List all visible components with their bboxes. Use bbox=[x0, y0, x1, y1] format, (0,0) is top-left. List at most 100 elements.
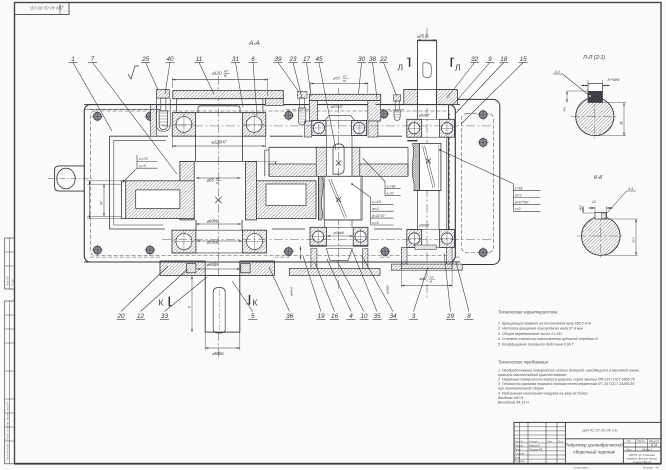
svg-text:20: 20 bbox=[116, 313, 125, 320]
svg-text:⌀72: ⌀72 bbox=[333, 76, 341, 81]
svg-text:Л: Л bbox=[455, 63, 461, 73]
svg-text:7h9: 7h9 bbox=[563, 107, 567, 112]
svg-text:Н7: Н7 bbox=[430, 275, 434, 279]
svg-text:7: 7 bbox=[91, 56, 95, 63]
svg-text:33: 33 bbox=[161, 313, 169, 320]
svg-text:Лист: Лист bbox=[626, 448, 632, 451]
svg-text:9: 9 bbox=[488, 56, 492, 63]
svg-text:f8: f8 bbox=[430, 280, 433, 284]
svg-text:1: 1 bbox=[71, 56, 75, 63]
svg-text:x=0: x=0 bbox=[514, 207, 521, 211]
svg-text:m=2: m=2 bbox=[372, 207, 379, 211]
svg-text:1 Необработанные поверхности: 1 Необработанные поверхности литых детал… bbox=[498, 369, 640, 373]
svg-text:⌀55к6: ⌀55к6 bbox=[207, 240, 219, 245]
svg-text:⌀50k6: ⌀50k6 bbox=[212, 351, 224, 356]
svg-text:⌀25 ј6: ⌀25 ј6 bbox=[417, 34, 429, 39]
svg-text:z₁=79: z₁=79 bbox=[138, 157, 148, 161]
svg-text:18: 18 bbox=[500, 56, 508, 63]
svg-text:11: 11 bbox=[196, 56, 203, 63]
svg-text:32: 32 bbox=[471, 56, 479, 63]
svg-text:H7: H7 bbox=[224, 70, 228, 74]
svg-text:Дата: Дата bbox=[558, 441, 564, 443]
svg-text:19: 19 bbox=[317, 313, 325, 320]
svg-text:6: 6 bbox=[251, 56, 255, 63]
svg-text:4.3: 4.3 bbox=[555, 70, 560, 74]
svg-text:9h9: 9h9 bbox=[579, 205, 583, 210]
svg-text:К: К bbox=[159, 298, 164, 308]
svg-text:Н.контр.: Н.контр. bbox=[515, 460, 525, 463]
svg-text:⌀62К7: ⌀62К7 bbox=[419, 113, 431, 117]
svg-text:Иванов И.: Иванов И. bbox=[529, 444, 541, 447]
svg-text:40: 40 bbox=[166, 56, 174, 63]
svg-text:Формат А3: Формат А3 bbox=[643, 466, 659, 470]
svg-text:2 Частота вращения тихоходног: 2 Частота вращения тихоходного вала 67.4… bbox=[497, 327, 583, 331]
svg-text:Л-Л (2:1): Л-Л (2:1) bbox=[582, 55, 605, 61]
svg-text:x₁=0: x₁=0 bbox=[138, 164, 146, 168]
svg-text:Выходном 64.15 Н: Выходном 64.15 Н bbox=[498, 400, 529, 404]
svg-text:⌀30к5: ⌀30к5 bbox=[419, 224, 430, 228]
svg-text:⌀120: ⌀120 bbox=[212, 71, 222, 76]
svg-text:p6: p6 bbox=[215, 181, 220, 185]
svg-text:45: 45 bbox=[315, 56, 323, 63]
svg-text:x₂=0: x₂=0 bbox=[386, 192, 394, 196]
svg-text:⌀40Н9: ⌀40Н9 bbox=[290, 287, 294, 296]
svg-text:4: 4 bbox=[349, 313, 353, 320]
svg-text:1:1: 1:1 bbox=[651, 442, 658, 448]
svg-text:30: 30 bbox=[358, 56, 366, 63]
svg-text:Утв.: Утв. bbox=[515, 456, 521, 459]
svg-text:f8: f8 bbox=[343, 79, 346, 83]
svg-text:53.5: 53.5 bbox=[632, 237, 636, 243]
svg-text:кафедра 'Детали машин': кафедра 'Детали машин' bbox=[627, 457, 658, 461]
svg-text:m=2: m=2 bbox=[515, 193, 522, 197]
svg-text:4 Радиальная консольная нагру: 4 Радиальная консольная нагрузка на валу… bbox=[498, 391, 588, 395]
svg-text:47: 47 bbox=[100, 200, 104, 205]
svg-text:3 Общее передаточное число 21: 3 Общее передаточное число 21.291 bbox=[498, 332, 562, 336]
svg-text:Техническая характеристика: Техническая характеристика bbox=[498, 310, 558, 315]
svg-text:⌀72Н7: ⌀72Н7 bbox=[331, 104, 344, 109]
svg-text:Лит.: Лит. bbox=[627, 440, 632, 443]
svg-text:z₁=19: z₁=19 bbox=[371, 200, 381, 204]
svg-text:Листов 2: Листов 2 bbox=[642, 448, 653, 451]
svg-text:Т.контр.: Т.контр. bbox=[515, 453, 525, 456]
svg-text:16: 16 bbox=[331, 313, 339, 320]
svg-text:Подп.: Подп. bbox=[547, 441, 553, 443]
svg-text:β=11°47': β=11°47' bbox=[371, 214, 386, 218]
svg-text:⌀80k6: ⌀80k6 bbox=[207, 218, 219, 223]
svg-text:Масса: Масса bbox=[637, 440, 645, 443]
svg-text:f8: f8 bbox=[224, 74, 227, 78]
svg-text:22: 22 bbox=[379, 56, 388, 63]
svg-text:34: 34 bbox=[389, 313, 397, 320]
svg-text:Разраб.: Разраб. bbox=[515, 444, 524, 447]
svg-text:Инв №: Инв № bbox=[5, 276, 9, 286]
svg-text:36: 36 bbox=[620, 121, 624, 125]
svg-text:ДМ 42.02.00.00 СБ: ДМ 42.02.00.00 СБ bbox=[582, 428, 618, 433]
svg-text:5: 5 bbox=[251, 313, 255, 320]
svg-text:x₁=0: x₁=0 bbox=[371, 221, 379, 225]
svg-text:4 Степень точности изготовлен: 4 Степень точности изготовления зубчатой… bbox=[498, 337, 598, 341]
svg-text:Технические требования: Технические требования bbox=[498, 360, 548, 365]
svg-text:К: К bbox=[253, 298, 258, 308]
svg-text:№ докум.: № докум. bbox=[529, 440, 539, 443]
svg-text:сборочный чертеж: сборочный чертеж bbox=[573, 449, 615, 455]
svg-text:Копировал: Копировал bbox=[573, 466, 588, 470]
svg-text:4.4: 4.4 bbox=[628, 187, 633, 191]
svg-text:39: 39 bbox=[274, 56, 282, 63]
svg-text:1 Вращающий момент на тихоход: 1 Вращающий момент на тихоходном валу 65… bbox=[498, 322, 591, 326]
svg-text:Изм Лист: Изм Лист bbox=[515, 441, 524, 443]
svg-text:31: 31 bbox=[232, 56, 239, 63]
svg-text:А-А: А-А bbox=[248, 40, 260, 47]
svg-text:36: 36 bbox=[286, 313, 294, 320]
svg-text:z=18: z=18 bbox=[514, 187, 523, 191]
svg-text:ИВГПУ гр. 3 Заочная: ИВГПУ гр. 3 Заочная bbox=[629, 453, 655, 457]
svg-text:Л: Л bbox=[398, 63, 404, 73]
svg-text:8 Р9/h9: 8 Р9/h9 bbox=[608, 78, 620, 82]
svg-text:25: 25 bbox=[141, 56, 150, 63]
svg-text:8: 8 bbox=[467, 313, 471, 320]
svg-text:Петров Р.В.: Петров Р.В. bbox=[529, 448, 543, 451]
svg-text:⌀55д9: ⌀55д9 bbox=[207, 262, 219, 267]
svg-text:β=10°54': β=10°54' bbox=[514, 200, 529, 204]
svg-text:красить маслостойкой красной э: красить маслостойкой красной эмалью bbox=[498, 373, 567, 377]
svg-text:⌀30Д9: ⌀30Д9 bbox=[386, 285, 390, 294]
svg-text:2 Наружные поверхности корпус: 2 Наружные поверхности корпуса красить с… bbox=[497, 378, 635, 382]
svg-text:12: 12 bbox=[137, 313, 145, 320]
